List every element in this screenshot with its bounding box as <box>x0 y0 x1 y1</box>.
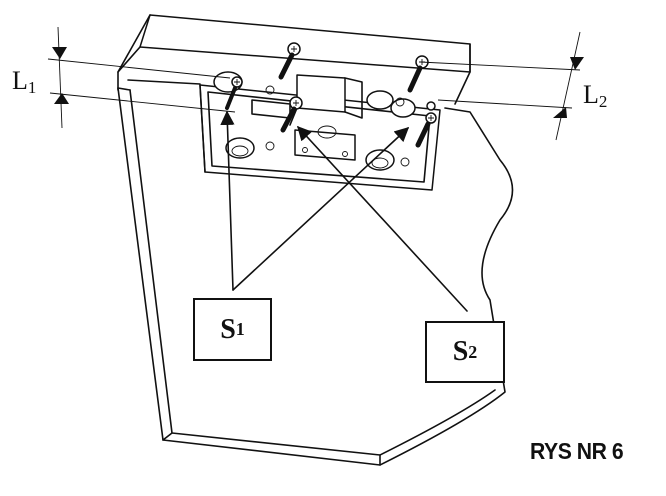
screw-icon <box>280 96 303 133</box>
screw-icon <box>415 101 437 148</box>
board-panel <box>117 14 514 466</box>
leader-S1-a <box>220 110 235 291</box>
board-outline <box>117 87 514 466</box>
screw-icon <box>278 42 301 80</box>
arrow-up-icon <box>553 107 567 118</box>
dimension-letter: L <box>583 80 599 109</box>
dimension-label-L2: L2 <box>583 80 608 111</box>
arrow-down-icon <box>52 47 67 59</box>
leader-S2-a <box>297 125 468 312</box>
leader-S1-b <box>232 127 410 291</box>
screw-icon <box>225 76 243 110</box>
dimension-letter: L <box>12 66 28 95</box>
board-left-top-edge <box>117 14 151 91</box>
dimension-subscript: 2 <box>598 92 608 111</box>
leader-lines <box>220 110 468 312</box>
callout-subscript: 2 <box>468 341 478 362</box>
dimension-subscript: 1 <box>27 78 37 97</box>
lock-body <box>296 74 346 113</box>
arrow-up-icon <box>54 93 69 104</box>
arrow-down-icon <box>570 57 584 70</box>
callout-letter: S <box>452 336 469 367</box>
callout-letter: S <box>220 313 236 345</box>
callout-subscript: 1 <box>235 319 245 339</box>
screws <box>225 42 437 148</box>
dimension-label-L1: L1 <box>12 66 37 97</box>
dimension-L1 <box>47 26 236 129</box>
figure-caption: RYS NR 6 <box>530 438 624 464</box>
dimension-L2 <box>419 31 584 141</box>
